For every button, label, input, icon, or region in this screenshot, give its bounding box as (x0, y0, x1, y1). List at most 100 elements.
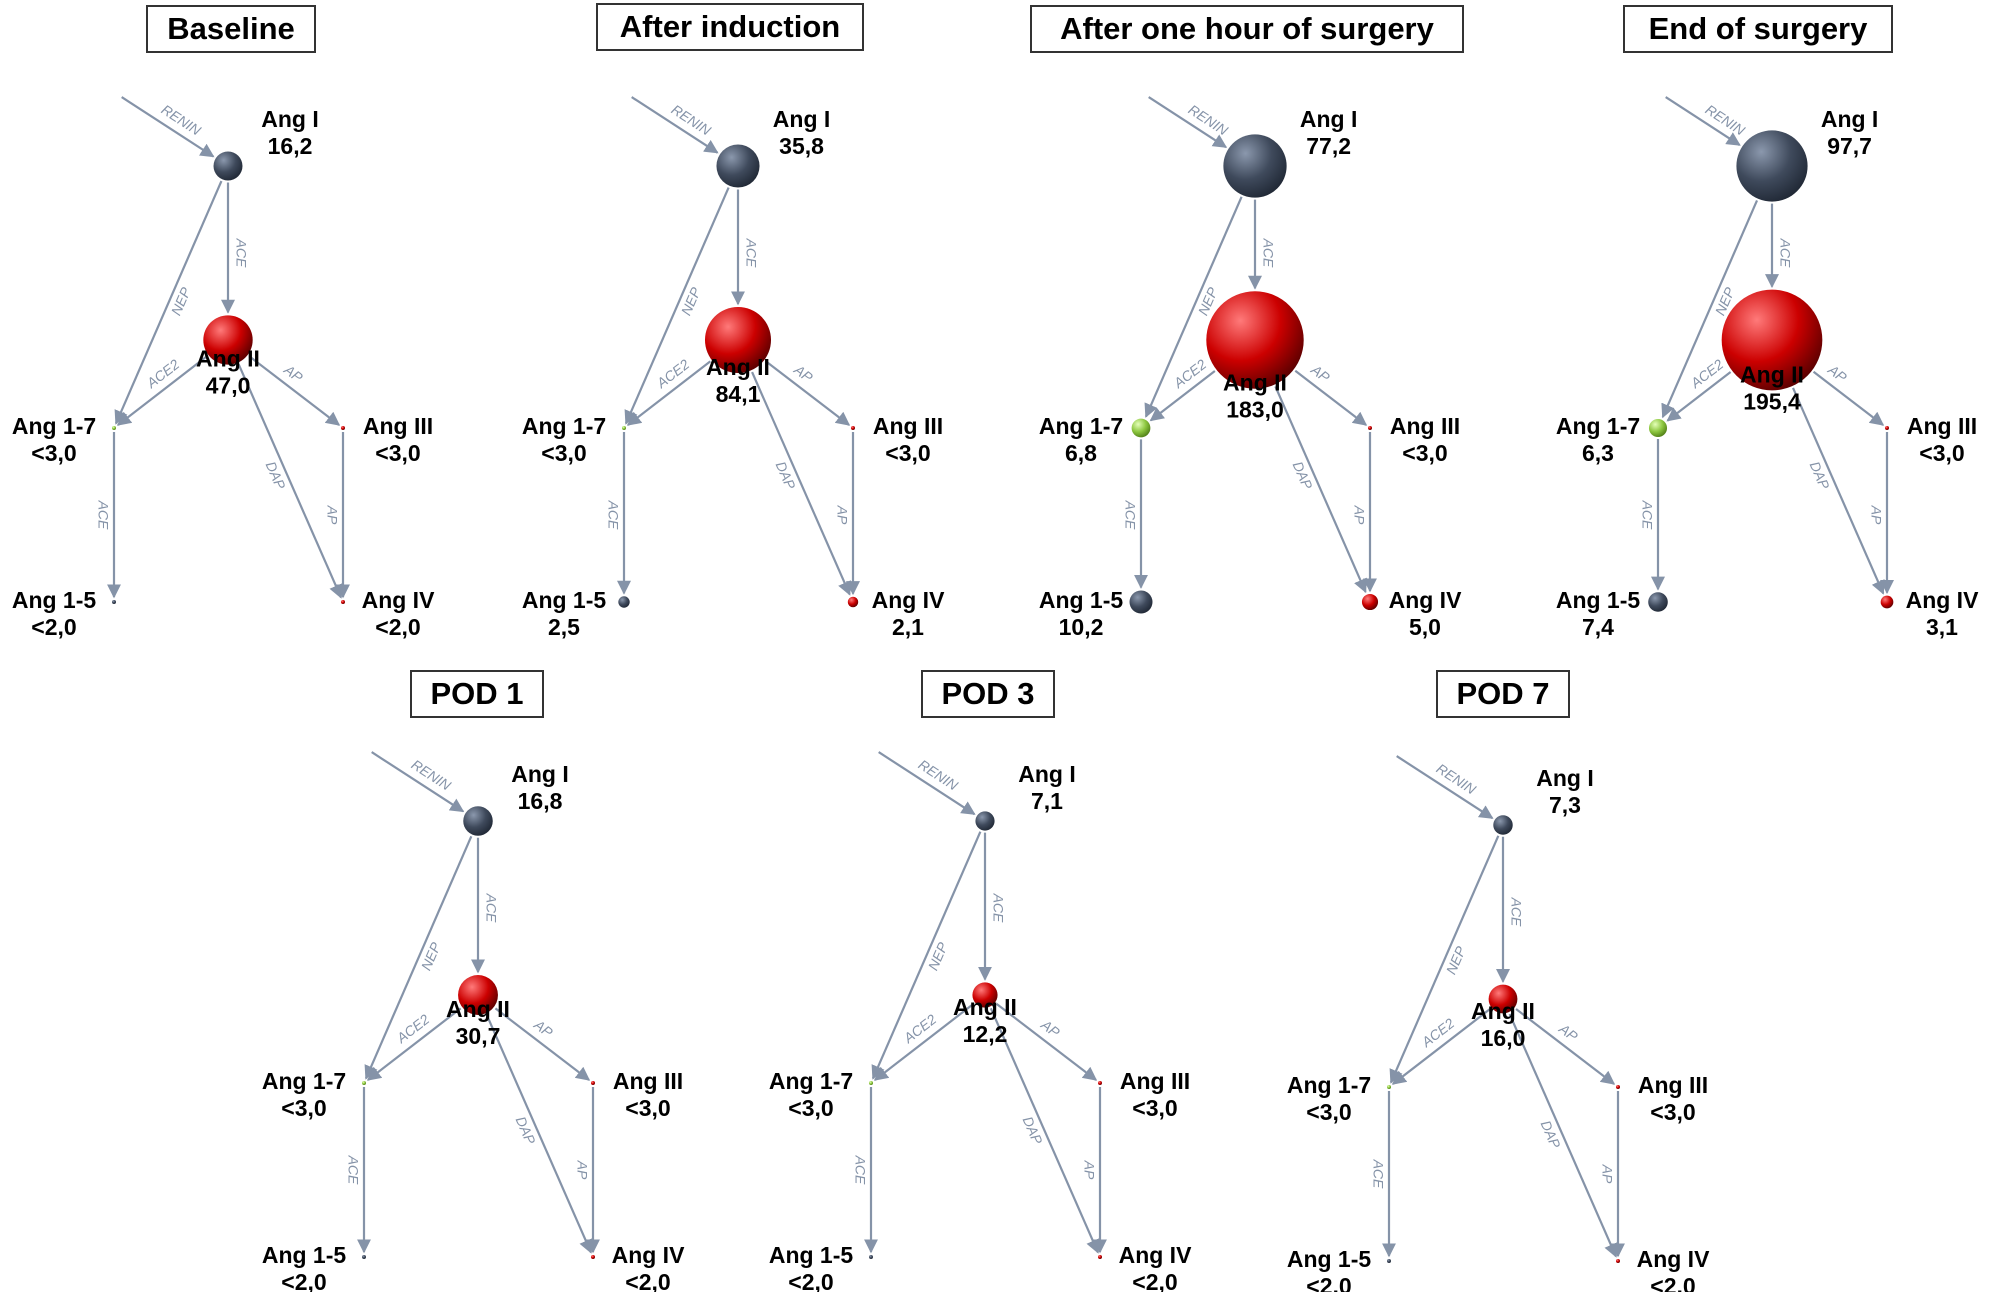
ang-iii-name: Ang III (1638, 1072, 1708, 1098)
ang-iii-value: <3,0 (375, 440, 420, 466)
nep-label: NEP (925, 939, 951, 972)
ang-iii-sphere (851, 426, 855, 430)
ang-1-5-name: Ang 1-5 (1287, 1246, 1372, 1272)
ang-i-value: 16,8 (518, 788, 563, 814)
ang-ii-sphere (1721, 289, 1823, 391)
ang-iv-name: Ang IV (612, 1242, 685, 1268)
dap-arrow (989, 1007, 1100, 1254)
nep-arrow (1389, 835, 1500, 1084)
ang-iv-value: <2,0 (1650, 1273, 1695, 1292)
ang-i-name: Ang I (773, 106, 831, 132)
ang-i-value: 7,1 (1031, 788, 1063, 814)
ang-1-5-value: <2,0 (1306, 1273, 1351, 1292)
dap-label: DAP (773, 459, 799, 492)
ace-17-15-label: ACE (605, 500, 621, 530)
ang-iv-sphere (341, 600, 345, 604)
ang-iii-value: <3,0 (885, 440, 930, 466)
ang-iv-value: 5,0 (1409, 614, 1441, 640)
ace2-label: ACE2 (1418, 1015, 1458, 1051)
ang-1-5-name: Ang 1-5 (522, 587, 607, 613)
ang-1-5-value: 7,4 (1582, 614, 1614, 640)
ang-ii-name: Ang II (706, 354, 770, 380)
ace2-label: ACE2 (1687, 356, 1727, 392)
ang-1-7-sphere (112, 426, 116, 430)
ap-iii-iv-label: AP (324, 505, 340, 525)
renin-label: RENIN (916, 756, 962, 794)
ang-iii-sphere (1885, 426, 1889, 430)
ang-ii-value: 183,0 (1226, 397, 1284, 423)
panel-title: After induction (620, 9, 840, 44)
ang-1-5-sphere (112, 600, 116, 604)
nep-arrow (624, 187, 730, 425)
ang-iii-sphere (341, 426, 345, 430)
ang-i-value: 77,2 (1306, 133, 1351, 159)
renin-label: RENIN (409, 756, 455, 794)
nep-arrow (871, 831, 982, 1080)
ang-iv-value: 3,1 (1926, 614, 1958, 640)
ang-ii-sphere (1206, 291, 1304, 389)
panel-title-box (596, 3, 864, 51)
ang-iv-sphere (1880, 595, 1894, 609)
ang-1-7-name: Ang 1-7 (12, 413, 96, 439)
ang-i-name: Ang I (1018, 761, 1076, 787)
ang-i-name: Ang I (1300, 106, 1358, 132)
ang-ii-sphere (972, 982, 998, 1008)
panel: After one hour of surgeryRENINACENEPACE2… (1030, 5, 1464, 640)
ang-1-5-name: Ang 1-5 (1039, 587, 1124, 613)
ang-iii-value: <3,0 (1402, 440, 1447, 466)
ace2-arrow (626, 360, 711, 426)
ace-17-15-label: ACE (95, 500, 111, 530)
renin-arrow (371, 751, 465, 813)
ang-iii-sphere (591, 1081, 595, 1085)
ace2-arrow (116, 355, 208, 426)
ang-ii-sphere (1488, 984, 1518, 1014)
ang-iii-value: <3,0 (625, 1095, 670, 1121)
dap-label: DAP (263, 459, 289, 492)
ace2-arrow (1391, 1008, 1491, 1085)
ang-iii-name: Ang III (1390, 413, 1460, 439)
ang-1-7-name: Ang 1-7 (1287, 1072, 1371, 1098)
panel-title: POD 7 (1456, 676, 1549, 711)
renin-label: RENIN (669, 101, 715, 139)
ang-ii-value: 16,0 (1481, 1025, 1526, 1051)
ang-iii-sphere (1368, 426, 1372, 430)
ace2-arrow (1666, 371, 1732, 422)
ang-1-5-sphere (618, 596, 630, 608)
ang-ii-name: Ang II (446, 996, 510, 1022)
ang-iii-value: <3,0 (1919, 440, 1964, 466)
renin-arrow (121, 96, 215, 158)
ace2-label: ACE2 (900, 1011, 940, 1047)
ang-ii-value: 84,1 (716, 381, 761, 407)
ap-iii-iv-label: AP (1351, 505, 1367, 525)
ap-ii-iii-arrow (765, 360, 851, 426)
ang-1-5-sphere (362, 1255, 366, 1259)
ang-1-5-sphere (869, 1255, 873, 1259)
ang-ii-sphere (203, 315, 253, 365)
ang-1-5-name: Ang 1-5 (262, 1242, 347, 1268)
nep-label: NEP (1443, 943, 1469, 976)
ang-1-7-value: 6,3 (1582, 440, 1614, 466)
ang-ii-value: 12,2 (963, 1021, 1008, 1047)
ang-i-name: Ang I (261, 106, 319, 132)
ang-iii-name: Ang III (363, 413, 433, 439)
ang-i-value: 7,3 (1549, 792, 1581, 818)
renin-arrow (631, 96, 719, 154)
ang-i-sphere (1223, 134, 1287, 198)
ace-17-15-label: ACE (1122, 500, 1138, 530)
ace-17-15-label: ACE (1370, 1159, 1386, 1189)
ace-label: ACE (483, 893, 499, 923)
ang-1-5-value: <2,0 (788, 1269, 833, 1292)
panel-title-box (410, 670, 544, 718)
ang-i-value: 16,2 (268, 133, 313, 159)
ace-label: ACE (1508, 897, 1524, 927)
ang-iii-sphere (1616, 1085, 1620, 1089)
dap-arrow (485, 1014, 593, 1254)
renin-label: RENIN (1703, 101, 1749, 139)
ace2-label: ACE2 (1170, 356, 1210, 392)
ace2-label: ACE2 (393, 1011, 433, 1047)
panel-title-box (1436, 670, 1570, 718)
ang-ii-value: 47,0 (206, 373, 251, 399)
nep-label: NEP (418, 939, 444, 972)
